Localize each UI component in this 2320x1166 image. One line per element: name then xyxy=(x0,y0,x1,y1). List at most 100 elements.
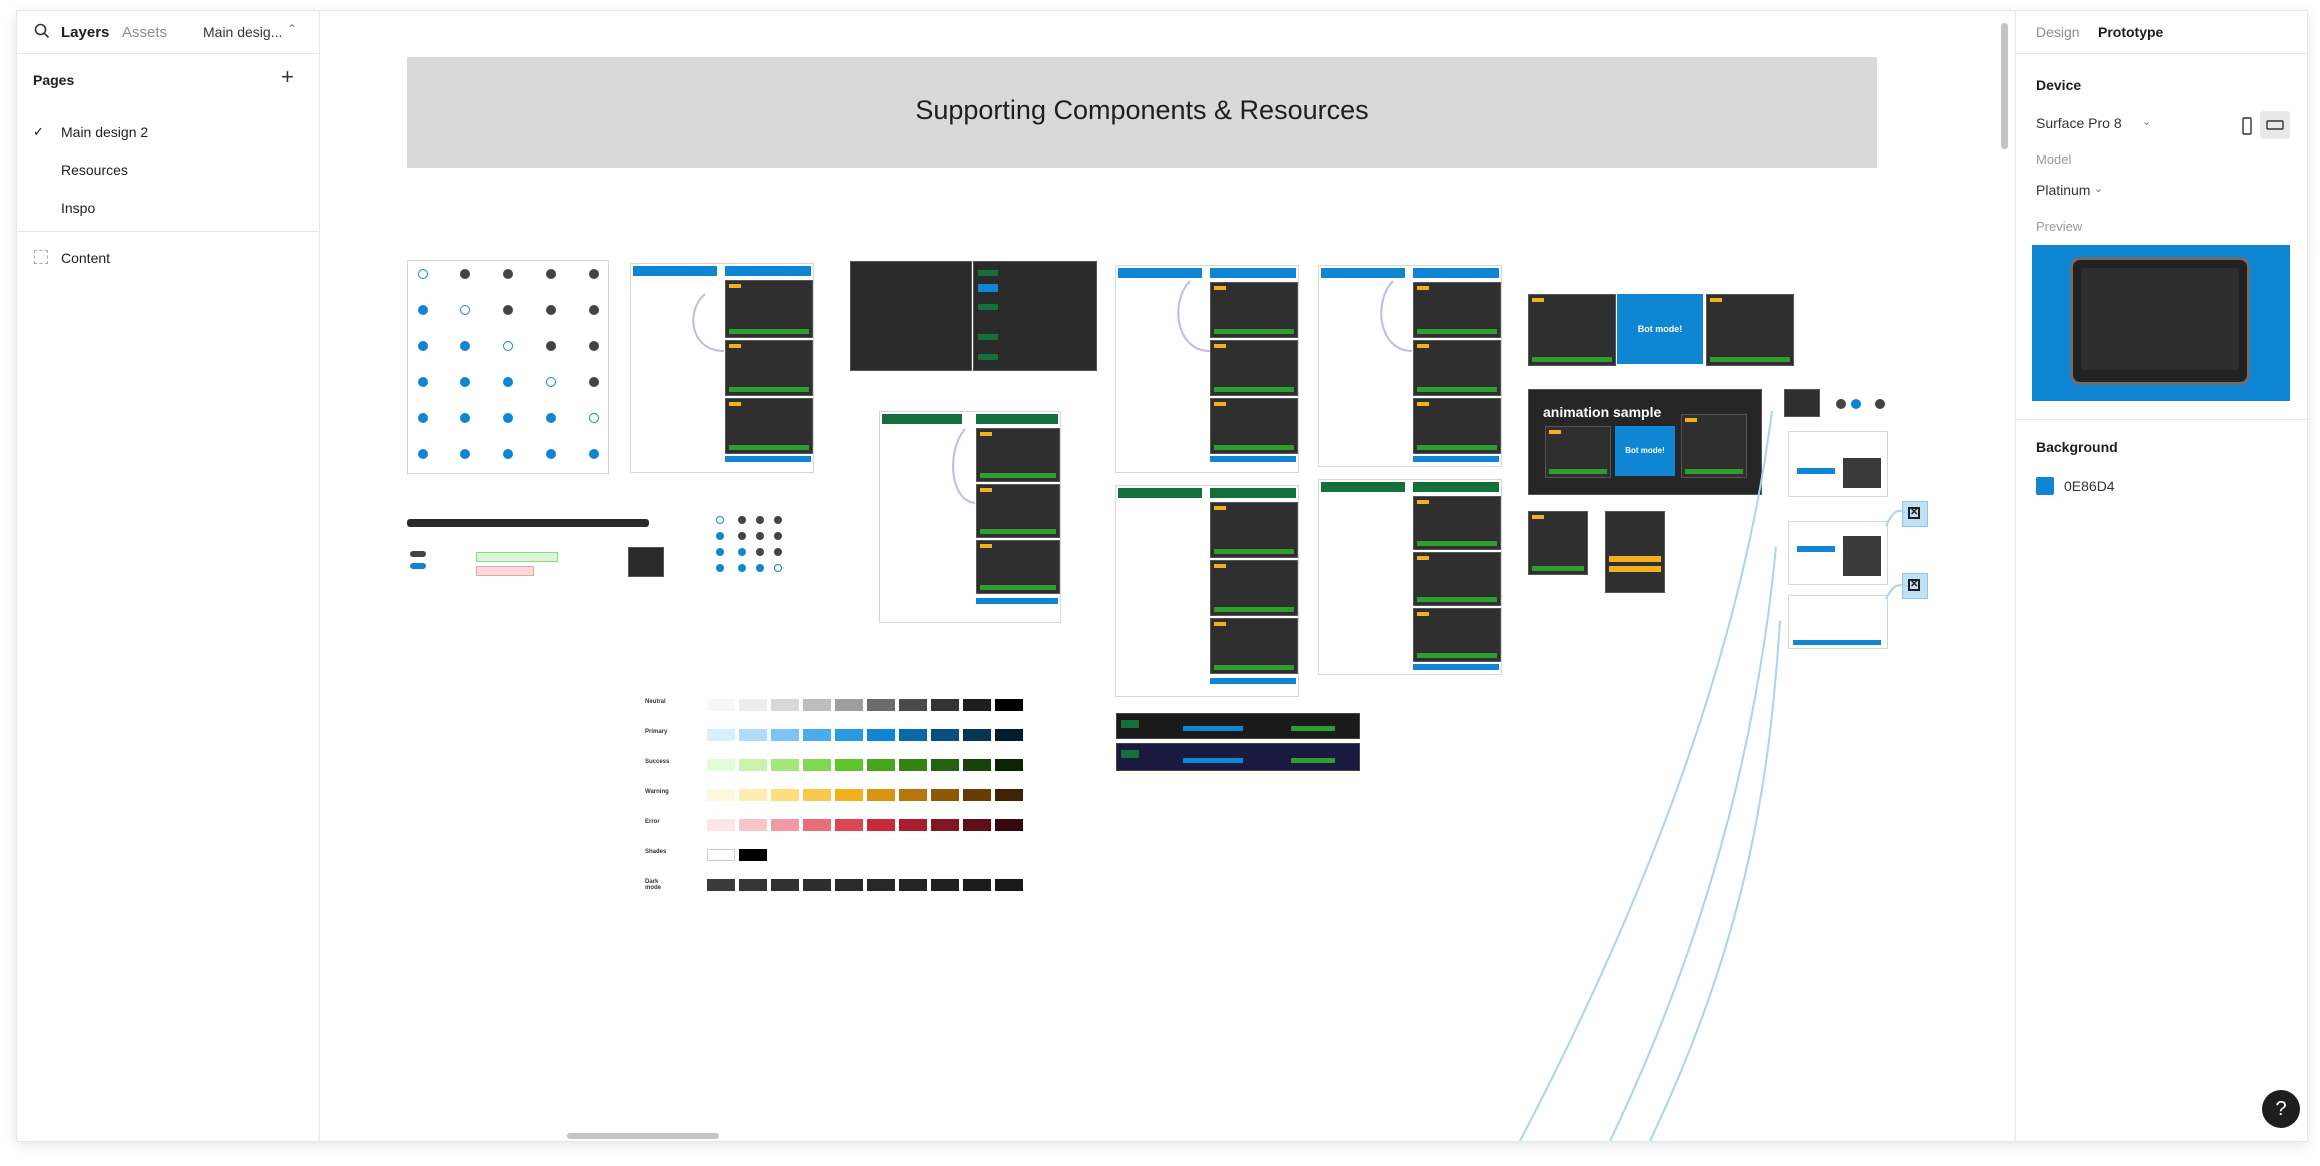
footer-bar xyxy=(725,456,811,462)
settings-panel[interactable] xyxy=(1788,521,1888,585)
icon-placeholder xyxy=(546,341,556,351)
right-panel: Design Prototype Device Surface Pro 8 ⌄ … xyxy=(2015,11,2307,1141)
icon-placeholder xyxy=(1875,399,1885,409)
add-page-button[interactable]: + xyxy=(281,64,294,89)
animation-sample-frame[interactable]: animation sample Bot mode! xyxy=(1528,389,1762,495)
footer-bar xyxy=(1210,678,1296,684)
flow-frame[interactable] xyxy=(879,411,1061,623)
message-card[interactable] xyxy=(1605,511,1665,593)
vertical-scrollbar[interactable] xyxy=(2001,23,2008,149)
icon-grid-frame[interactable] xyxy=(407,260,609,474)
message-card xyxy=(1413,282,1501,338)
message-card[interactable] xyxy=(1528,294,1616,366)
device-select[interactable]: Surface Pro 8 xyxy=(2036,115,2122,131)
icon-placeholder xyxy=(546,449,556,459)
page-item-main-design-2[interactable]: ✓ Main design 2 xyxy=(17,117,319,149)
icon-placeholder xyxy=(460,305,470,315)
message-card xyxy=(976,484,1060,538)
message-card[interactable] xyxy=(1528,511,1588,575)
help-button[interactable]: ? xyxy=(2262,1090,2300,1128)
icon-placeholder xyxy=(503,269,513,279)
horizontal-scrollbar[interactable] xyxy=(567,1133,719,1139)
tab-design[interactable]: Design xyxy=(2036,24,2080,40)
header-bar xyxy=(1210,488,1296,498)
icon-placeholder xyxy=(589,305,599,315)
message-card xyxy=(725,398,813,454)
palette-row-label: Dark mode xyxy=(645,879,662,891)
tablet-frame xyxy=(2070,257,2250,385)
footer-bar xyxy=(1413,456,1499,462)
layer-item-content[interactable]: Content xyxy=(17,245,319,273)
animation-sample-label: animation sample xyxy=(1543,404,1662,420)
bot-mode-card[interactable]: Bot mode! xyxy=(1617,294,1703,364)
search-icon[interactable] xyxy=(33,22,51,40)
icon-grid-small[interactable] xyxy=(716,514,794,586)
chevron-down-icon[interactable]: ⌄ xyxy=(2094,183,2104,195)
header-bar xyxy=(725,266,811,276)
icon-placeholder xyxy=(589,269,599,279)
icon-placeholder xyxy=(460,269,470,279)
message-card xyxy=(725,280,813,338)
header-bar xyxy=(1118,268,1202,278)
error-alert-sample xyxy=(476,566,534,576)
header-bar xyxy=(882,414,962,424)
title-banner: Supporting Components & Resources xyxy=(407,57,1877,168)
close-box-icon[interactable]: ✕ xyxy=(1902,573,1928,599)
message-card xyxy=(1210,282,1298,338)
background-hex-value[interactable]: 0E86D4 xyxy=(2064,478,2115,494)
icon-placeholder xyxy=(418,449,428,459)
palette-row-label: Success xyxy=(645,759,670,765)
icon-placeholder xyxy=(418,341,428,351)
nav-bar-sample[interactable] xyxy=(407,519,649,527)
close-box-icon[interactable]: ✕ xyxy=(1902,501,1928,527)
pages-heading: Pages xyxy=(33,72,75,88)
message-card xyxy=(1681,414,1747,478)
layer-item-label: Content xyxy=(61,250,111,266)
bot-mode-card: Bot mode! xyxy=(1615,426,1675,476)
flow-frame[interactable] xyxy=(630,263,814,473)
left-panel-tabs: Layers Assets Main desig... ⌃ xyxy=(17,11,319,54)
flow-frame[interactable] xyxy=(1115,485,1299,697)
option-selected xyxy=(1797,468,1835,474)
icon-placeholder xyxy=(460,413,470,423)
form-panel[interactable] xyxy=(1788,595,1888,649)
tab-layers[interactable]: Layers xyxy=(61,24,110,41)
portrait-icon[interactable] xyxy=(2236,115,2258,137)
palette-row-label: Neutral xyxy=(645,699,666,705)
chevron-down-icon[interactable]: ⌄ xyxy=(2142,116,2152,128)
canvas[interactable]: Supporting Components & Resources xyxy=(320,11,2014,1141)
page-item-resources[interactable]: Resources xyxy=(17,155,319,187)
landscape-toggle[interactable] xyxy=(2260,111,2290,139)
flow-frame[interactable] xyxy=(1318,479,1502,675)
flow-frame[interactable] xyxy=(1115,265,1299,473)
calendar-frame[interactable] xyxy=(850,261,972,371)
app-window: Layers Assets Main desig... ⌃ Pages + ✓ … xyxy=(16,10,2308,1142)
message-card xyxy=(1413,496,1501,550)
message-card[interactable] xyxy=(1706,294,1794,366)
chevron-up-icon[interactable]: ⌃ xyxy=(287,22,298,36)
settings-panel[interactable] xyxy=(1788,431,1888,497)
dropdown-sample xyxy=(628,547,664,577)
device-heading: Device xyxy=(2036,77,2082,93)
message-card xyxy=(1210,398,1298,454)
icon-placeholder xyxy=(418,413,428,423)
banner-sample[interactable] xyxy=(1116,713,1360,739)
device-preview xyxy=(2032,245,2290,401)
tab-assets[interactable]: Assets xyxy=(122,24,168,41)
background-color-swatch[interactable] xyxy=(2036,477,2054,495)
page-selector[interactable]: Main desig... xyxy=(203,24,283,40)
small-menu[interactable] xyxy=(1784,389,1820,417)
landscape-icon xyxy=(2266,120,2284,130)
footer-bar xyxy=(1413,664,1499,670)
section-icon xyxy=(34,250,48,264)
tab-prototype[interactable]: Prototype xyxy=(2098,24,2164,40)
page-item-inspo[interactable]: Inspo xyxy=(17,193,319,225)
message-card xyxy=(1413,608,1501,662)
panel-divider xyxy=(2016,419,2307,420)
notification-list-frame[interactable] xyxy=(973,261,1097,371)
icon-placeholder xyxy=(589,449,599,459)
left-panel: Layers Assets Main desig... ⌃ Pages + ✓ … xyxy=(17,11,320,1141)
model-select[interactable]: Platinum xyxy=(2036,182,2091,198)
banner-sample[interactable] xyxy=(1116,743,1360,771)
flow-frame[interactable] xyxy=(1318,265,1502,467)
